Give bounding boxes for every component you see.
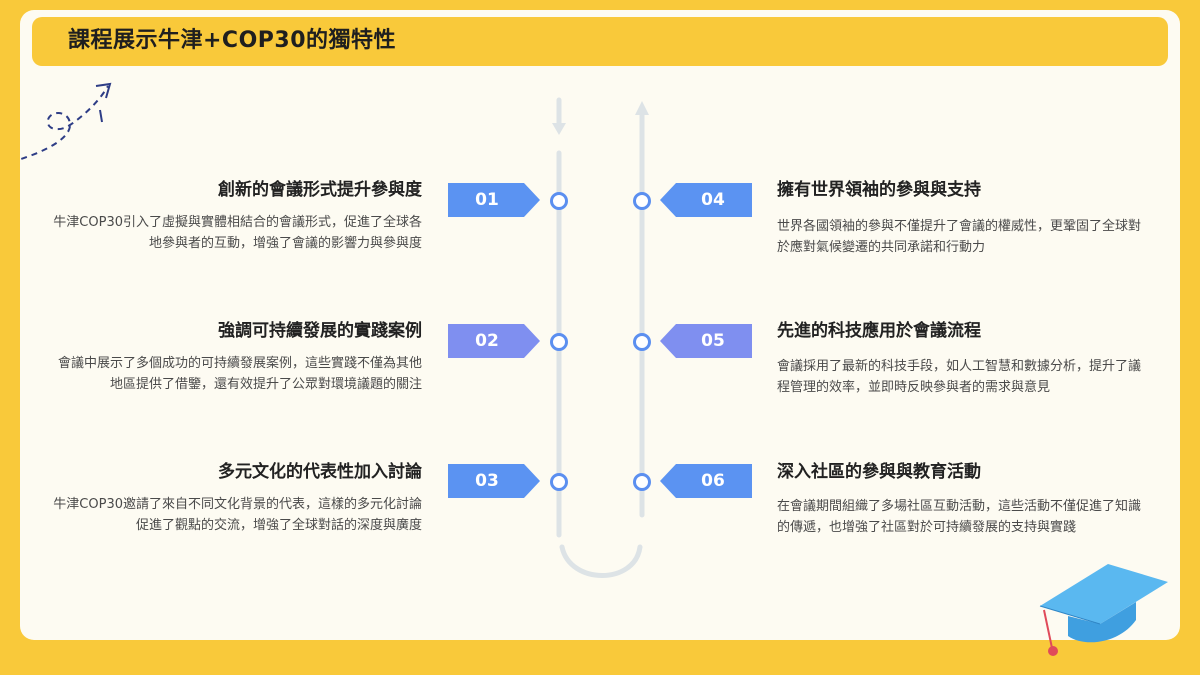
item-desc-02: 會議中展示了多個成功的可持續發展案例，這些實踐不僅為其他地區提供了借鑒，還有效提…: [57, 356, 422, 392]
badge-04: 04: [660, 183, 752, 217]
item-desc-03: 牛津COP30邀請了來自不同文化背景的代表，這樣的多元化討論促進了觀點的交流，增…: [53, 497, 422, 533]
badge-number-01: 01: [475, 190, 499, 210]
item-title-01: 創新的會議形式提升參與度: [218, 180, 422, 200]
timeline-node-06: [633, 473, 651, 491]
timeline-node-02: [550, 333, 568, 351]
badge-02: 02: [448, 324, 540, 358]
timeline-node-05: [633, 333, 651, 351]
title-bar: 課程展示牛津+COP30的獨特性: [32, 17, 1168, 66]
item-title-04: 擁有世界領袖的參與與支持: [777, 180, 981, 200]
item-desc-05: 會議採用了最新的科技手段，如人工智慧和數據分析，提升了議程管理的效率，並即時反映…: [777, 359, 1142, 395]
badge-number-03: 03: [475, 471, 499, 491]
badge-05: 05: [660, 324, 752, 358]
item-title-05: 先進的科技應用於會議流程: [777, 321, 981, 341]
timeline-node-01: [550, 192, 568, 210]
item-desc-01: 牛津COP30引入了虛擬與實體相結合的會議形式，促進了全球各地參與者的互動，增強…: [53, 215, 422, 251]
dashed-arrow-icon: [20, 82, 112, 161]
badge-number-05: 05: [701, 331, 725, 351]
item-title-02: 強調可持續發展的實踐案例: [218, 321, 422, 341]
item-title-06: 深入社區的參與與教育活動: [777, 462, 981, 482]
badge-number-02: 02: [475, 331, 499, 351]
badge-03: 03: [448, 464, 540, 498]
badge-06: 06: [660, 464, 752, 498]
item-title-03: 多元文化的代表性加入討論: [218, 462, 422, 482]
badge-number-06: 06: [701, 471, 725, 491]
badge-number-04: 04: [701, 190, 725, 210]
item-desc-04: 世界各國領袖的參與不僅提升了會議的權威性，更鞏固了全球對於應對氣候變遷的共同承諾…: [777, 219, 1142, 255]
item-desc-06: 在會議期間組織了多場社區互動活動，這些活動不僅促進了知識的傳遞，也增強了社區對於…: [777, 499, 1142, 535]
timeline-node-03: [550, 473, 568, 491]
page-title: 課程展示牛津+COP30的獨特性: [68, 28, 397, 53]
badge-01: 01: [448, 183, 540, 217]
graduation-cap-icon: [1039, 564, 1168, 656]
slide-card: 課程展示牛津+COP30的獨特性 創新的會議形式提升參與度 牛津COP30引入了…: [20, 10, 1180, 640]
timeline-node-04: [633, 192, 651, 210]
